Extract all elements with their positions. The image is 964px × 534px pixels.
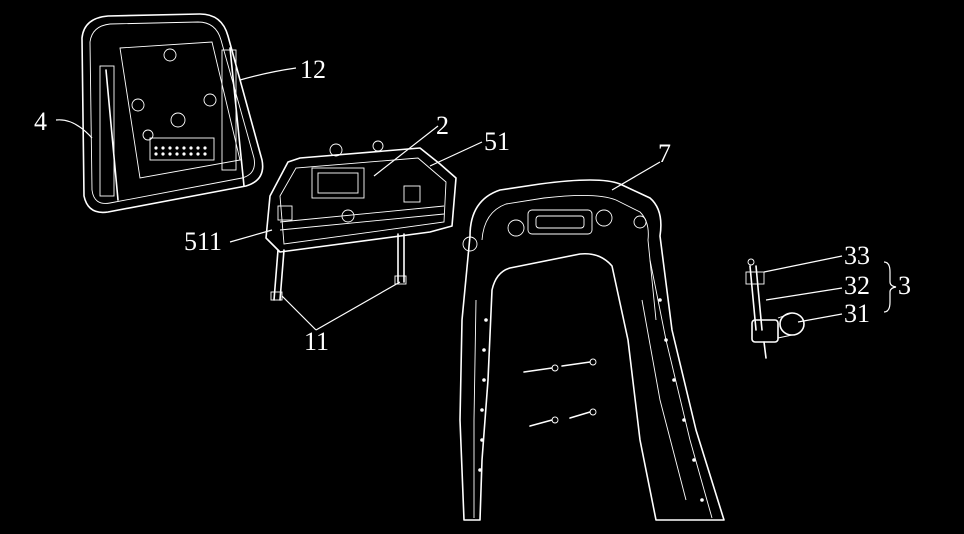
- part-seat-back-frame: [459, 179, 725, 521]
- frame-rivets: [478, 298, 704, 502]
- label-12: 12: [300, 55, 326, 84]
- label-3: 3: [898, 271, 911, 300]
- label-7: 7: [658, 139, 671, 168]
- part-mounting-bracket: [265, 140, 457, 301]
- label-32: 32: [844, 271, 870, 300]
- label-31: 31: [844, 299, 870, 328]
- label-33: 33: [844, 241, 870, 270]
- label-4: 4: [34, 107, 47, 136]
- leader-lines: [55, 67, 897, 331]
- label-51: 51: [484, 127, 510, 156]
- label-11: 11: [304, 327, 329, 356]
- part-headrest-cover: [81, 13, 264, 214]
- part-actuator-assembly: [745, 258, 805, 359]
- label-511: 511: [184, 227, 222, 256]
- label-2: 2: [436, 111, 449, 140]
- fastener-screws: [523, 358, 597, 427]
- terminal-pins: [154, 146, 207, 156]
